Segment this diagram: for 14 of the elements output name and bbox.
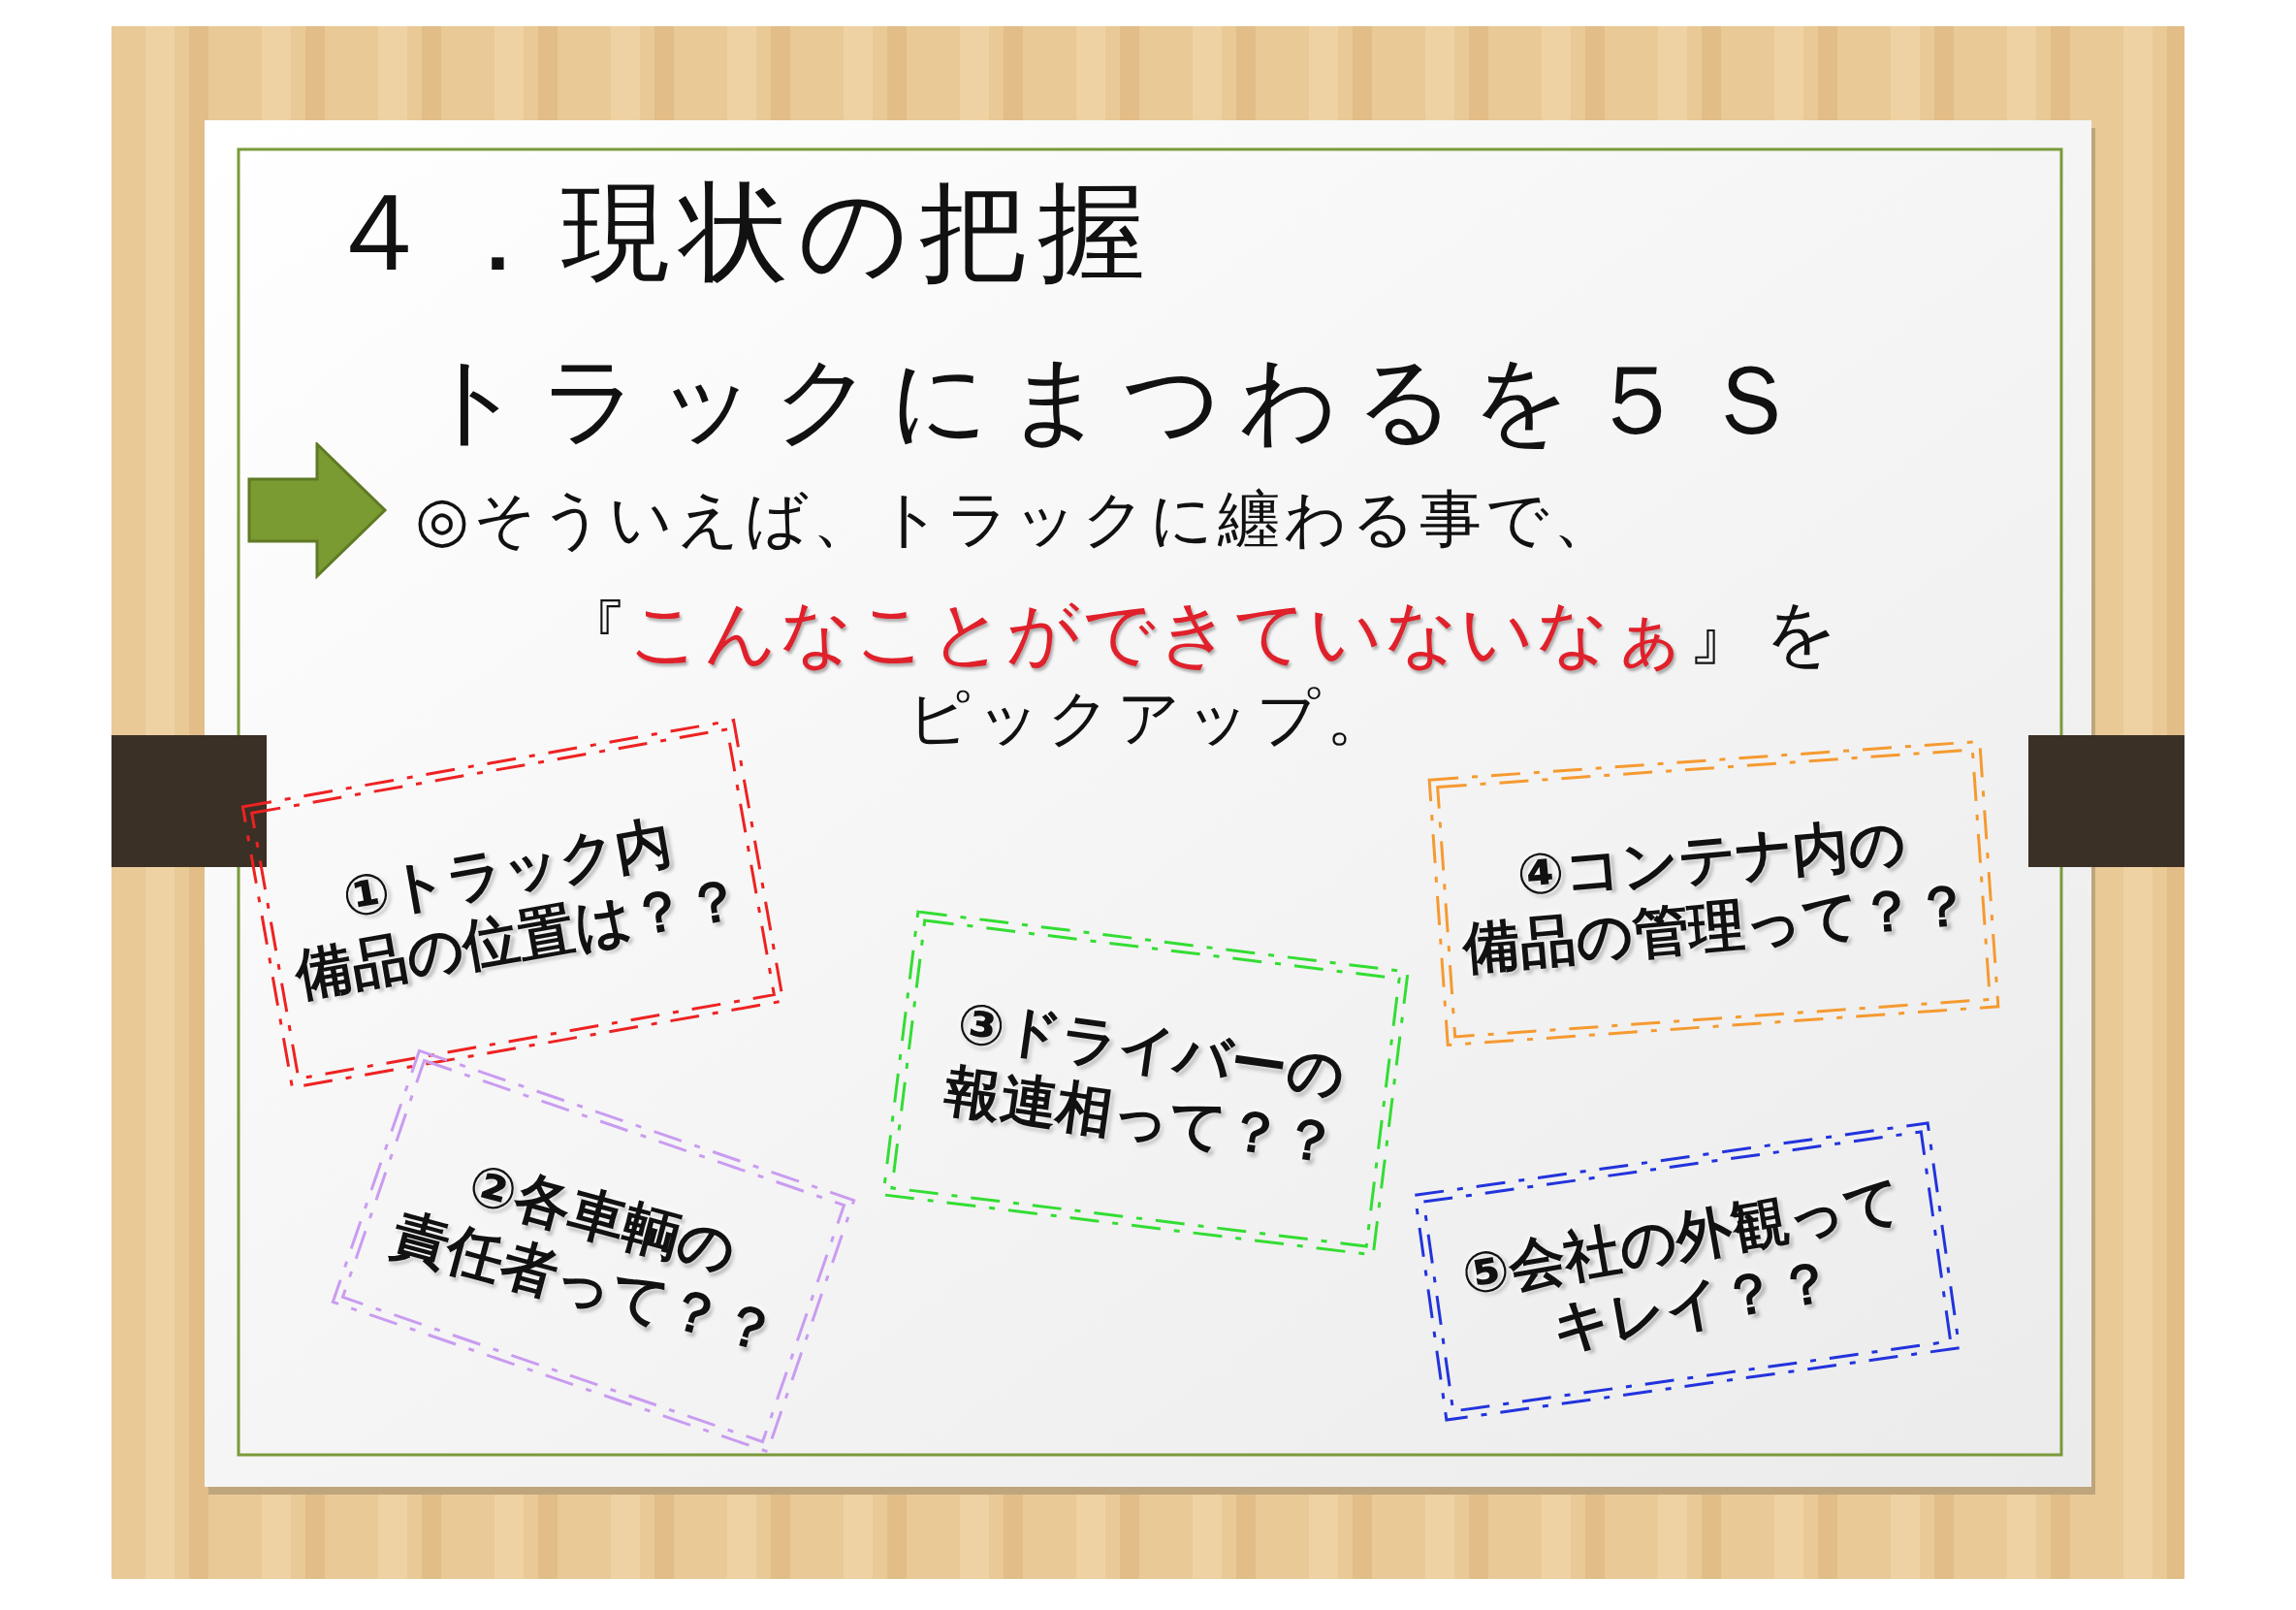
body-text: 』を [1687, 591, 1844, 674]
box-label: ③ドライバーの報連相って？？ [940, 988, 1349, 1178]
body-text: ピックアップ。 [908, 684, 1394, 753]
box-label: ⑤会社の外観ってキレイ？？ [1456, 1166, 1907, 1364]
highlighted-text: こんなことができていないなぁ [628, 591, 1687, 674]
dashed-box [329, 1046, 858, 1456]
body-text: ◎そういえば、トラックに纏わる事で、 [415, 485, 1619, 554]
box-label: ①トラック内備品の位置は？？ [289, 807, 748, 1010]
title: ４．現状の把握 [325, 173, 1156, 293]
quote-bracket: 『 [557, 591, 628, 674]
box-label: ④コンテナ内の備品の管理って？？ [1458, 808, 1973, 983]
dashed-box [1425, 738, 2001, 1048]
subtitle: トラックにまつわるを５Ｓ [425, 347, 1817, 454]
box-label: ②各車輌の責任者って？？ [384, 1149, 786, 1368]
